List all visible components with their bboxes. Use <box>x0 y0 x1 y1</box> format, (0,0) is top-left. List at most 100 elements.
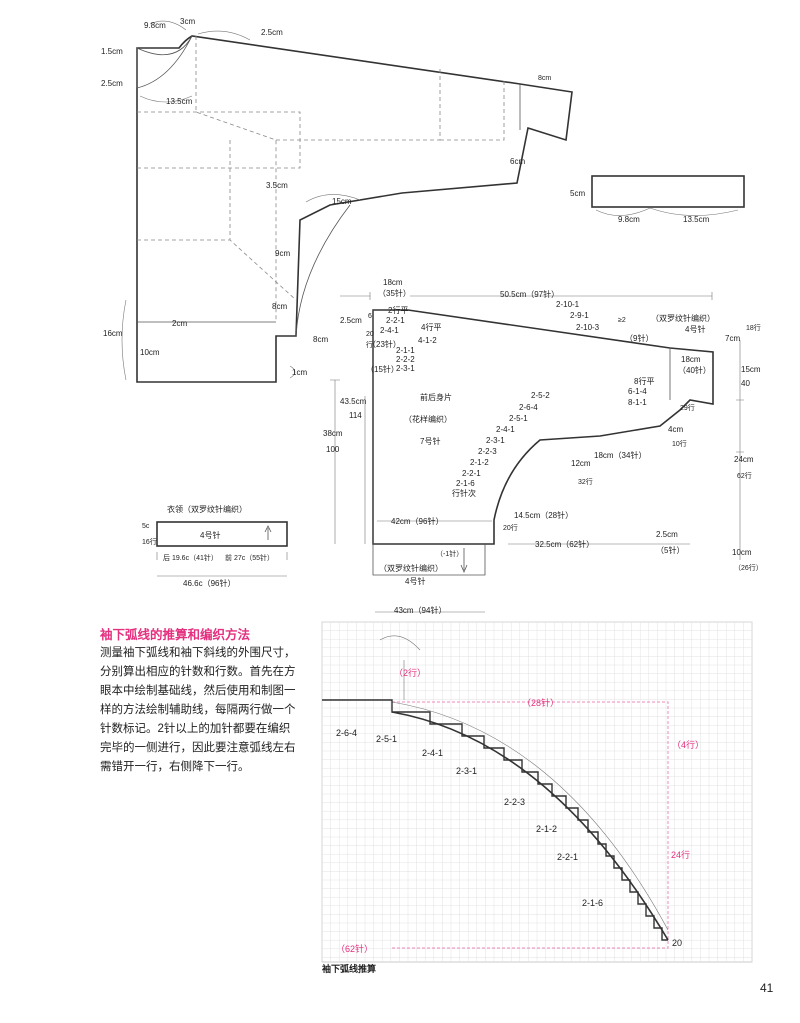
right-24: 24cm <box>734 455 754 464</box>
grid-curve <box>391 711 669 941</box>
slope-2: 2-9-1 <box>570 311 589 320</box>
label-hem-16: 16cm <box>103 329 123 338</box>
right-8: 8-1-1 <box>628 398 647 407</box>
hem-needle: 4号针 <box>405 576 425 586</box>
collar-piece-rect <box>591 175 745 208</box>
grid-chart: （28针） （62针） （4行） 24行 （2行） 2-6-4 2-5-1 2-… <box>321 621 753 963</box>
dec-4: 2-1-1 <box>396 346 415 355</box>
right-29: 29行 <box>680 403 695 412</box>
right-15: 15cm <box>741 365 761 374</box>
label-left-15: （15针） <box>366 364 399 374</box>
dec-1: 2行平 <box>388 305 408 315</box>
grid-guide-box <box>392 701 669 949</box>
slope-3: 2-10-3 <box>576 323 600 332</box>
dec-6: 2-3-1 <box>396 364 415 373</box>
front-title: 前后身片 <box>420 392 452 402</box>
cuff-18row: 18行 <box>746 323 761 332</box>
dec-5: 2-2-2 <box>396 355 415 364</box>
label-arm-8: 8cm <box>272 302 287 311</box>
right-8row: 8行平 <box>634 376 654 386</box>
neck-curve <box>136 35 193 89</box>
collar-piece-dim <box>595 207 739 216</box>
dec-2: 2-2-1 <box>386 316 405 325</box>
hem-14: 14.5cm（28针） <box>514 510 573 520</box>
collar-band-ticks <box>156 552 288 560</box>
label-left-2: 2.5cm <box>101 79 123 88</box>
grid-top-curve <box>379 635 421 700</box>
slope-9: （9针） <box>625 333 653 343</box>
dec-7: 4行平 <box>421 322 441 332</box>
back-body-sleeve-pattern: 9.8cm 3cm 1.5cm 2.5cm 2.5cm 13.5cm 8cm 6… <box>101 17 573 383</box>
front-body-outline <box>372 309 714 545</box>
dim-arc-3 <box>139 95 193 103</box>
right-10cm: 10cm <box>732 548 752 557</box>
inner-dash-3 <box>276 68 441 141</box>
cuff-18: 18cm <box>681 355 701 364</box>
curve-3: 2-5-1 <box>509 414 528 423</box>
hem-rib: （双罗纹针编织） <box>379 563 443 573</box>
hem-20: 20行 <box>503 523 518 532</box>
label-left-row: 行 <box>366 340 373 349</box>
right-10: 10行 <box>672 439 687 448</box>
right-40: 40 <box>741 379 750 388</box>
label-left-114: 114 <box>349 411 362 420</box>
dec-8: 4-1-2 <box>418 336 437 345</box>
label-neck-d: 3cm <box>180 17 195 26</box>
dim-right <box>736 340 744 560</box>
cuff-7: 7cm <box>725 334 740 343</box>
label-left-8: 8cm <box>313 335 328 344</box>
mid-12: 12cm <box>571 459 591 468</box>
collar-band: 衣领（双罗纹针编织） 4号针 5c 16行 后 19.6c（41针） 前 27c… <box>142 504 288 588</box>
grid-r6: 2-1-2 <box>536 824 557 834</box>
curve-1: 2-5-2 <box>531 391 550 400</box>
mid-18: 18cm（34针） <box>594 450 646 460</box>
label-left-1: 1.5cm <box>101 47 123 56</box>
inner-dash-1 <box>137 111 301 169</box>
curve-7: 2-1-2 <box>470 458 489 467</box>
label-left-100: 100 <box>326 445 340 454</box>
dec-3: 2-4-1 <box>380 326 399 335</box>
front-body-chart: 18cm （35针） 50.5cm（97针） 2.5cm 6 8cm 20 行 … <box>313 278 763 615</box>
hem-5: （5针） <box>656 545 684 555</box>
label-left-23: （23针） <box>368 339 401 349</box>
grid-r2: 2-5-1 <box>376 734 397 744</box>
hem-43: 43cm（94针） <box>394 605 446 615</box>
collar-piece: 5cm 9.8cm 13.5cm <box>570 175 745 224</box>
collar-piece-left: 5cm <box>570 189 585 198</box>
hem-25: 2.5cm <box>656 530 678 539</box>
mid-32: 32行 <box>578 477 593 486</box>
right-6: 6-1-4 <box>628 387 647 396</box>
curve-8: 2-2-1 <box>462 469 481 478</box>
right-last: （26行） <box>734 563 763 572</box>
grid-label-24: 24行 <box>671 849 690 860</box>
right-4: 4cm <box>668 425 683 434</box>
grid-stair-line <box>322 699 668 941</box>
label-cuff-top: 8cm <box>538 75 551 82</box>
label-shoulder: 2.5cm <box>261 28 283 37</box>
cuff-40: （40针） <box>678 365 711 375</box>
grid-label-4: （4行） <box>672 739 704 750</box>
collar-band-needle: 4号针 <box>200 530 220 540</box>
label-sleeve-side: 6cm <box>510 157 525 166</box>
grid-bottom-20: 20 <box>672 938 682 948</box>
back-body-outline <box>136 35 573 383</box>
label-left-435: 43.5cm <box>340 397 367 406</box>
collar-band-back: 后 19.6c（41针） <box>163 553 218 562</box>
curve-10: 行针次 <box>452 488 476 498</box>
grid-r1: 2-6-4 <box>336 728 357 738</box>
label-left-25: 2.5cm <box>340 316 362 325</box>
label-top-width: 50.5cm（97针） <box>500 289 559 299</box>
collar-band-title: 衣领（双罗纹针编织） <box>167 504 247 514</box>
label-hem-1: 1cm <box>292 368 307 377</box>
hem-1: （-1针） <box>436 549 463 558</box>
slope-1: 2-10-1 <box>556 300 580 309</box>
right-62: 62行 <box>737 471 752 480</box>
dim-arc-4 <box>305 194 361 203</box>
cuff-needle: 4号针 <box>685 324 705 334</box>
inner-dash-5 <box>137 239 297 301</box>
label-top-18: 18cm <box>383 278 403 287</box>
grid-r4: 2-3-1 <box>456 766 477 776</box>
dim-arc-1 <box>149 20 187 31</box>
